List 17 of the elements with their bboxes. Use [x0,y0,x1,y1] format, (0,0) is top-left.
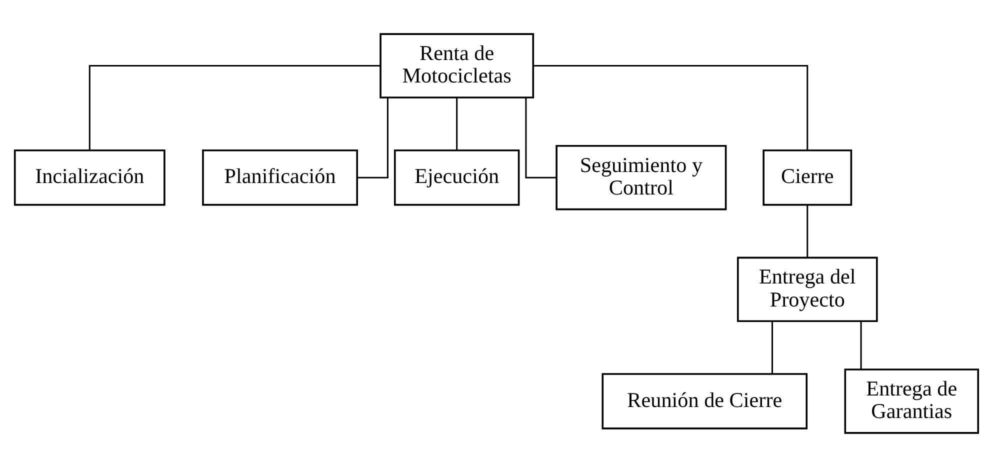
node-box: Incialización [14,148,166,206]
connector [525,97,556,178]
connector [357,97,388,178]
connector [533,64,808,150]
node-box: Cierre [762,148,852,206]
node-box: Reunión de Cierre [602,372,808,429]
connector [88,64,380,150]
connector [772,320,774,374]
node-box: Planificación [202,148,358,206]
connector [456,97,458,150]
connector [806,204,808,257]
connector [860,320,862,369]
node-box: Renta de Motocicletas [380,32,534,98]
node-box: Entrega de Garantias [844,368,980,434]
node-box: Seguimiento y Control [556,144,727,210]
node-box: Ejecución [394,148,520,206]
node-box: Entrega del Proyecto [736,256,878,322]
